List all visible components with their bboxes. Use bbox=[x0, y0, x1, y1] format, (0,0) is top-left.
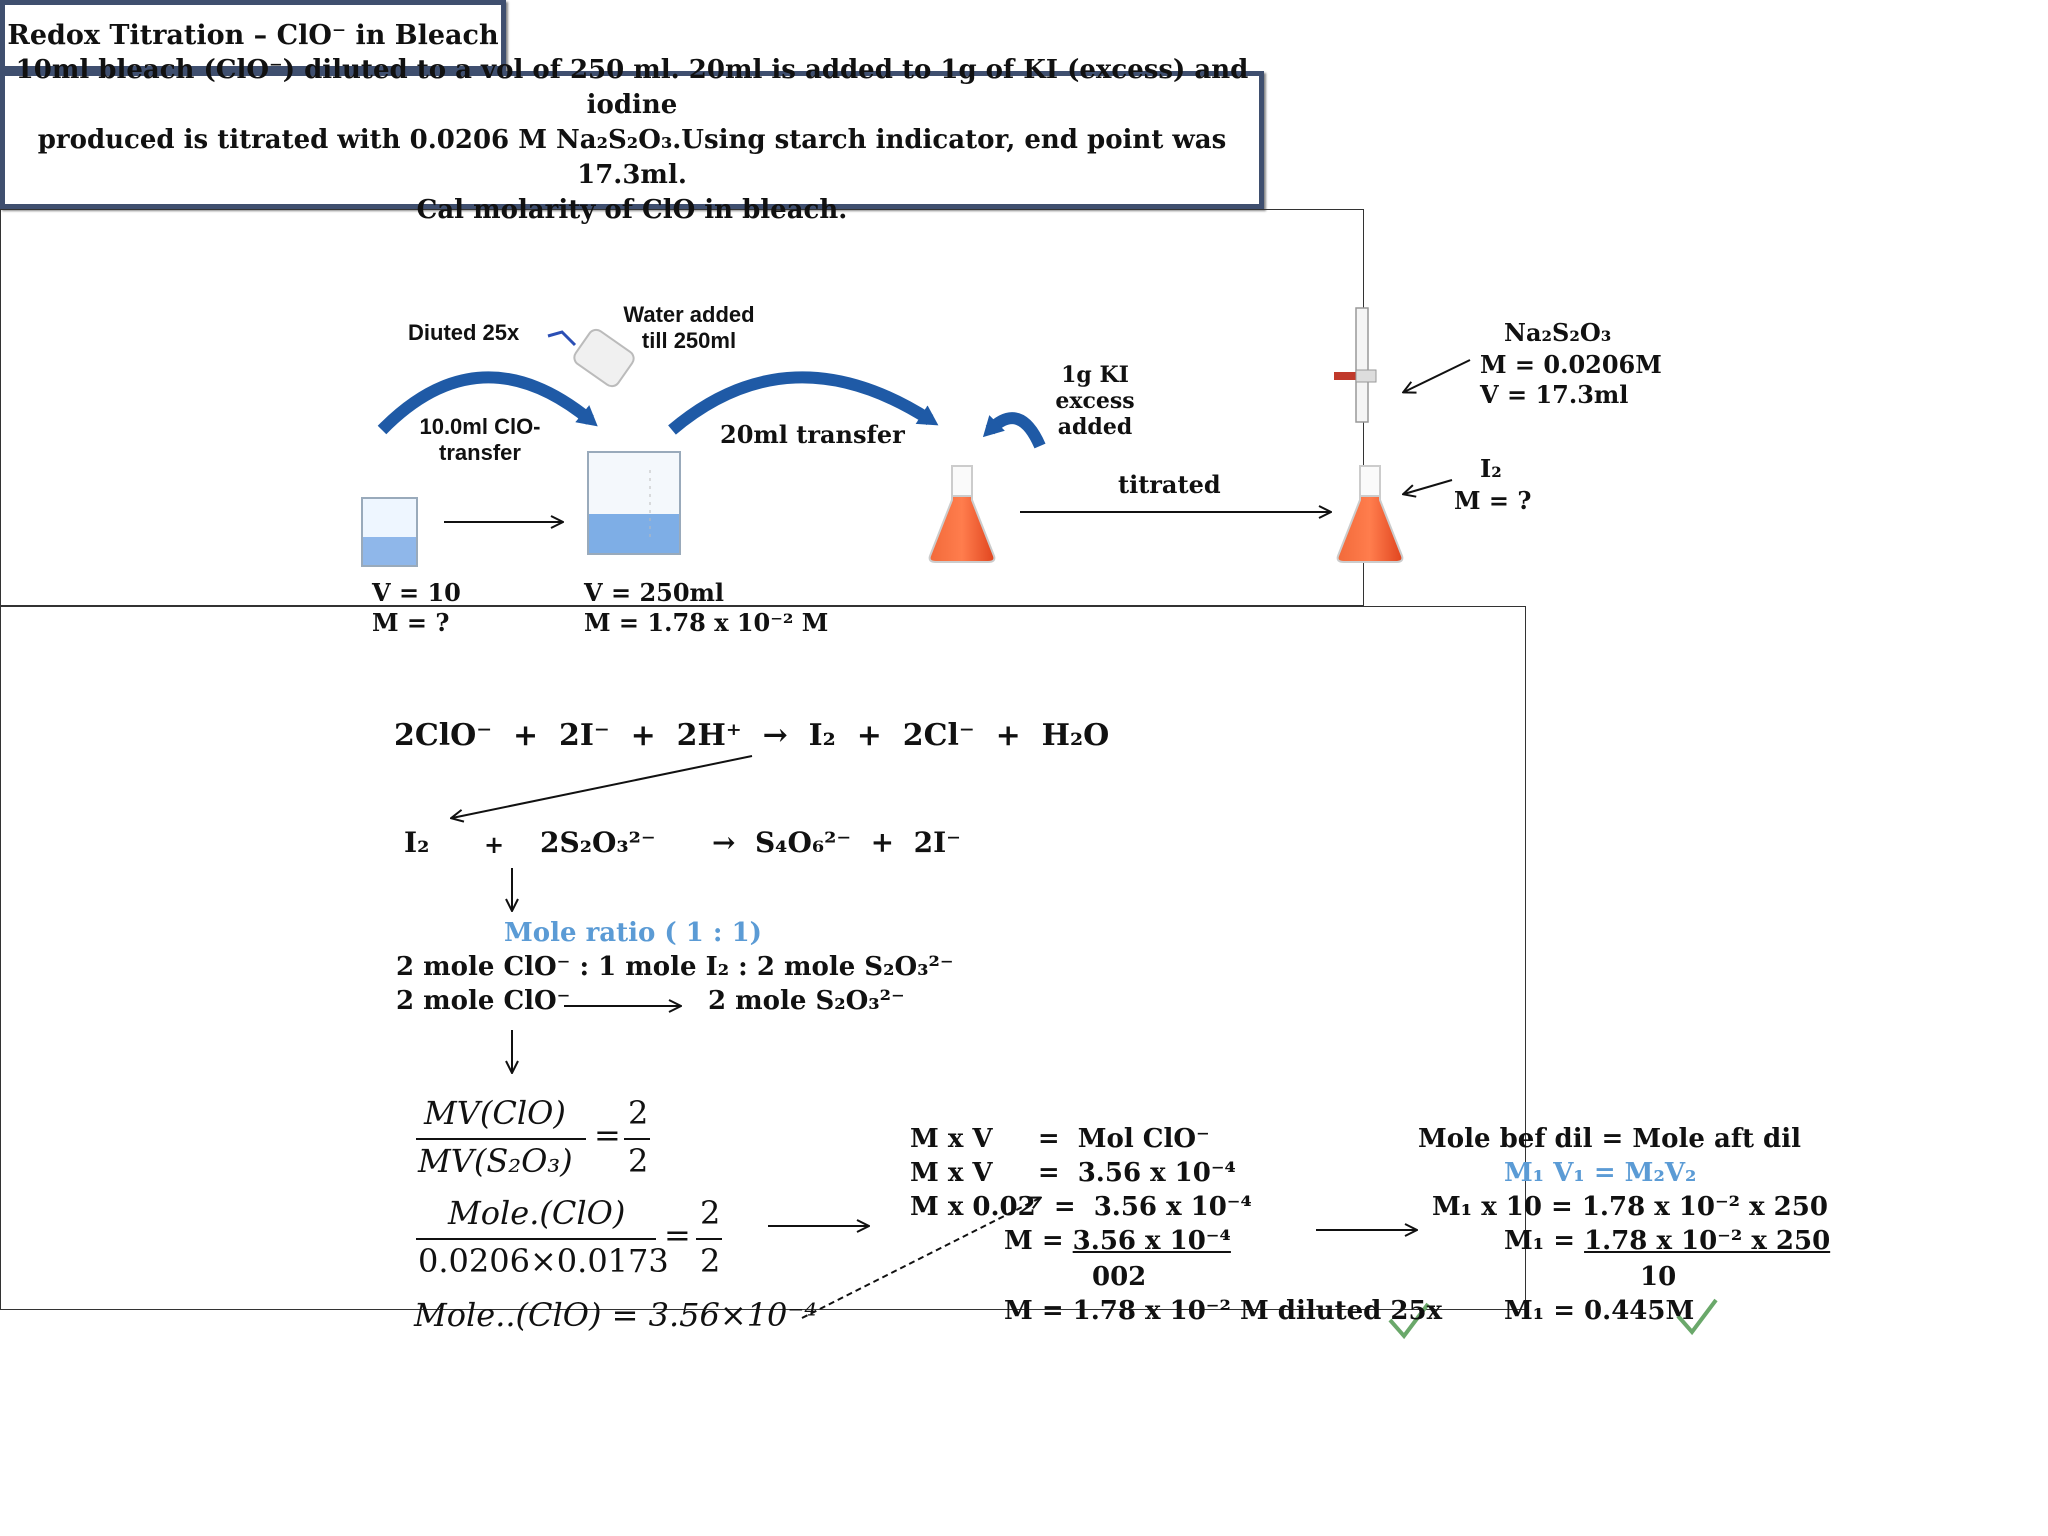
transfer-label-line-1: 10.0ml ClO- bbox=[419, 414, 541, 439]
beaker2-volume: V = 250ml bbox=[584, 578, 725, 607]
ki-label-line-2: added bbox=[1057, 414, 1133, 440]
right-line-6: M₁ = 0.445M bbox=[1504, 1296, 1695, 1326]
check-icon-2 bbox=[1676, 1298, 1718, 1336]
ratio-line-2-left: 2 mole ClO⁻ bbox=[396, 986, 571, 1016]
ratio-line-1: 2 mole ClO⁻ : 1 mole I₂ : 2 mole S₂O₃²⁻ bbox=[396, 952, 954, 982]
fraction2-rhs-bar bbox=[696, 1238, 722, 1240]
mole-result: Mole..(ClO) = 3.56×10⁻⁴ bbox=[414, 1296, 818, 1334]
water-label-line-1: Water added bbox=[623, 302, 755, 327]
flask-icon-1 bbox=[928, 465, 996, 563]
flask-iodine: I₂ bbox=[1480, 454, 1502, 483]
mid-line-3: M x 0.02 = 3.56 x 10⁻⁴ bbox=[910, 1192, 1252, 1222]
title-text: Redox Titration – ClO⁻ in Bleach bbox=[7, 20, 499, 51]
dashed-link-arrow bbox=[801, 1198, 1040, 1319]
burette-molarity: M = 0.0206M bbox=[1480, 350, 1662, 379]
burette-icon bbox=[1334, 307, 1377, 423]
beaker2-molarity: M = 1.78 x 10⁻² M bbox=[584, 608, 829, 637]
ki-label: 1g KI excess added bbox=[1020, 362, 1170, 440]
fraction1-denominator: MV(S₂O₃) bbox=[418, 1142, 573, 1180]
fraction1-bar bbox=[416, 1138, 586, 1140]
fraction2-rhs-num: 2 bbox=[700, 1194, 721, 1232]
transfer-label: 10.0ml ClO- transfer bbox=[410, 414, 550, 466]
flask-molarity: M = ? bbox=[1454, 486, 1532, 515]
right-line-1: Mole bef dil = Mole aft dil bbox=[1418, 1124, 1801, 1154]
transfer20-label: 20ml transfer bbox=[720, 420, 905, 449]
flask-pointer-arrow bbox=[1404, 479, 1453, 494]
mid-line-4-value: 3.56 x 10⁻⁴ bbox=[1072, 1226, 1231, 1256]
beaker1-molarity: M = ? bbox=[372, 608, 450, 637]
mid-line-1: M x V = Mol ClO⁻ bbox=[910, 1124, 1210, 1154]
ki-label-line-1: 1g KI excess bbox=[1055, 362, 1135, 414]
problem-line-3: Cal molarity of ClO in bleach. bbox=[416, 194, 848, 225]
redox-equation: 2ClO⁻ + 2I⁻ + 2H⁺ → I₂ + 2Cl⁻ + H₂O bbox=[394, 718, 1110, 753]
problem-statement: 10ml bleach (ClO⁻) diluted to a vol of 2… bbox=[0, 55, 1264, 225]
fraction2-denominator: 0.0206×0.0173 bbox=[418, 1242, 669, 1280]
right-line-3: M₁ x 10 = 1.78 x 10⁻² x 250 bbox=[1432, 1192, 1828, 1222]
mid-line-2: M x V = 3.56 x 10⁻⁴ bbox=[910, 1158, 1236, 1188]
large-beaker-icon bbox=[587, 451, 681, 555]
burette-pointer-arrow bbox=[1404, 359, 1471, 392]
diluted-label: Diuted 25x bbox=[408, 320, 520, 345]
water-added-label: Water added till 250ml bbox=[618, 302, 760, 354]
right-line-2: M₁ V₁ = M₂V₂ bbox=[1504, 1158, 1697, 1188]
eq2-plus: + bbox=[484, 830, 505, 859]
transfer-arc-arrow bbox=[668, 371, 939, 435]
fraction2-numerator: Mole.(ClO) bbox=[448, 1194, 626, 1232]
beaker1-volume: V = 10 bbox=[372, 578, 461, 607]
fraction1-rhs-den: 2 bbox=[628, 1142, 649, 1180]
problem-line-2: produced is titrated with 0.0206 M Na₂S₂… bbox=[37, 124, 1227, 190]
dilution-arc-arrow bbox=[377, 371, 598, 435]
eq2-products: → S₄O₆²⁻ + 2I⁻ bbox=[712, 826, 961, 859]
i2-link-arrow bbox=[452, 755, 753, 818]
mid-line-4: M = 3.56 x 10⁻⁴ bbox=[1004, 1226, 1231, 1256]
fraction2-bar bbox=[416, 1238, 656, 1240]
right-line-4-value: 1.78 x 10⁻² x 250 bbox=[1584, 1226, 1831, 1256]
right-line-4: M₁ = 1.78 x 10⁻² x 250 bbox=[1504, 1226, 1830, 1256]
fraction2-equals: = bbox=[664, 1216, 691, 1254]
right-line-5: 10 bbox=[1640, 1262, 1677, 1292]
titrated-label: titrated bbox=[1118, 470, 1221, 499]
eq2-iodine: I₂ bbox=[404, 826, 430, 859]
check-icon-1 bbox=[1388, 1302, 1430, 1340]
calculation-panel bbox=[0, 606, 1526, 1310]
ratio-line-2-right: 2 mole S₂O₃²⁻ bbox=[708, 986, 905, 1016]
mid-line-6: M = 1.78 x 10⁻² M diluted 25x bbox=[1004, 1296, 1443, 1326]
flask-icon-2 bbox=[1336, 465, 1404, 563]
mole-ratio-label: Mole ratio ( 1 : 1) bbox=[504, 918, 762, 948]
fraction1-numerator: MV(ClO) bbox=[424, 1094, 566, 1132]
fraction1-equals: = bbox=[594, 1116, 621, 1154]
wash-bottle-icon bbox=[547, 328, 635, 388]
problem-line-1: 10ml bleach (ClO⁻) diluted to a vol of 2… bbox=[15, 54, 1249, 120]
fraction1-rhs-num: 2 bbox=[628, 1094, 649, 1132]
eq2-thiosulfate: 2S₂O₃²⁻ bbox=[540, 826, 656, 859]
ki-arc-arrow bbox=[982, 412, 1046, 449]
right-line-4-prefix: M₁ = bbox=[1504, 1226, 1585, 1256]
transfer-label-line-2: transfer bbox=[439, 440, 521, 465]
mid-line-5: 002 bbox=[1092, 1262, 1147, 1292]
burette-formula: Na₂S₂O₃ bbox=[1504, 318, 1612, 347]
water-label-line-2: till 250ml bbox=[641, 328, 737, 353]
small-beaker-icon bbox=[361, 497, 418, 567]
mid-line-4-prefix: M = bbox=[1004, 1226, 1073, 1256]
fraction2-rhs-den: 2 bbox=[700, 1242, 721, 1280]
fraction1-rhs-bar bbox=[624, 1138, 650, 1140]
burette-volume: V = 17.3ml bbox=[1480, 380, 1629, 409]
page-title: Redox Titration – ClO⁻ in Bleach bbox=[0, 0, 506, 71]
